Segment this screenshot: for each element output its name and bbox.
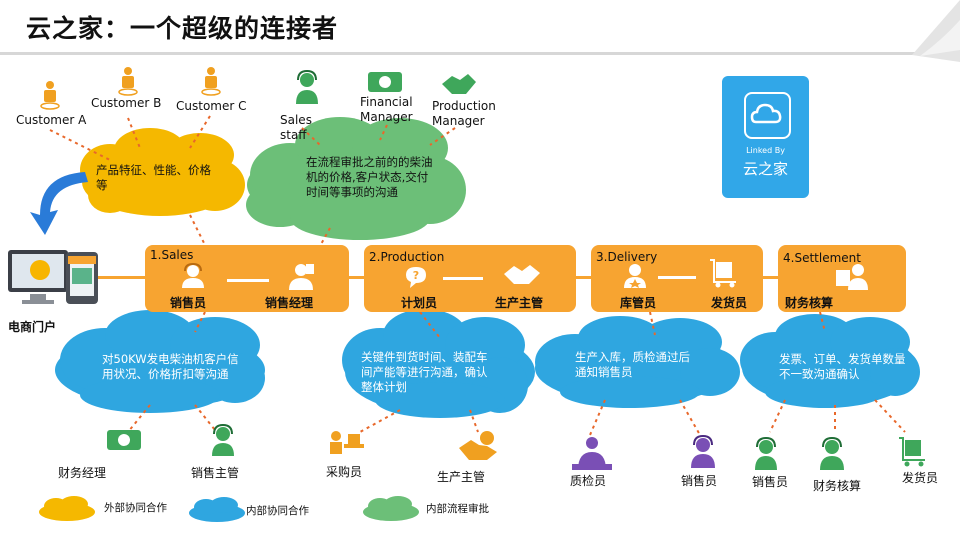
customer-a-label: Customer A — [16, 113, 87, 127]
person-icon — [201, 67, 221, 96]
delivery-cart-icon — [710, 259, 736, 288]
logo-name: 云之家 — [742, 160, 788, 178]
finance-manager-icon — [107, 430, 141, 450]
blue-cloud-2 — [342, 309, 535, 418]
handshake-icon — [442, 74, 476, 94]
bottom-quality-inspector: 质检员 — [570, 474, 607, 488]
phase-title: 3.Delivery — [596, 250, 658, 264]
handshake-icon — [459, 431, 497, 460]
title-bar — [0, 0, 960, 52]
phase-connector — [443, 277, 483, 280]
bottom-salesperson-2: 销售员 — [752, 475, 789, 489]
blue-cloud-4-text: 发票、订单、发货单数量 不一致沟通确认 — [779, 352, 906, 381]
role-salesperson: 销售员 — [170, 296, 207, 310]
role-production-supervisor: 生产主管 — [495, 296, 544, 310]
question-bubble-icon: ? — [406, 267, 426, 288]
blue-cloud-4 — [740, 314, 920, 408]
person-icon — [118, 67, 138, 96]
headset-person-icon — [691, 434, 715, 468]
customer-b-label: Customer B — [91, 96, 162, 110]
accountant-icon — [836, 264, 868, 290]
quality-inspector-icon — [572, 437, 612, 470]
legend-label: 内部流程审批 — [426, 503, 489, 515]
role-sales-manager: 销售经理 — [265, 296, 314, 310]
headset-person-icon — [182, 262, 204, 288]
legend-label: 内部协同合作 — [246, 505, 309, 517]
phase-title: 2.Production — [369, 250, 445, 264]
phase-sales — [145, 245, 349, 312]
blue-cloud-1-text: 对50KW发电柴油机客户信 用状况、价格折扣等沟通 — [102, 352, 239, 381]
sales-staff-label: Sales staff — [280, 113, 312, 142]
yellow-cloud-top — [80, 128, 245, 216]
green-cloud-top — [246, 117, 466, 240]
computer-shop-icon — [8, 250, 98, 304]
curved-arrow-icon — [30, 172, 88, 235]
headset-person-icon — [212, 423, 234, 456]
bottom-salesperson-1: 销售员 — [681, 474, 718, 488]
financial-manager-label: Financial Manager — [360, 95, 413, 124]
bottom-finance-manager: 财务经理 — [58, 466, 107, 480]
title-divider — [0, 52, 930, 55]
yellow-cloud-text: 产品特征、性能、价格 等 — [96, 163, 211, 192]
delivery-cart-icon — [899, 437, 925, 467]
headset-person-icon — [820, 436, 844, 470]
legend-swatch-blue — [189, 497, 245, 522]
phase-connector — [658, 276, 696, 279]
bottom-production-supervisor: 生产主管 — [437, 470, 486, 484]
finance-manager-icon — [368, 72, 402, 92]
bottom-shipper: 发货员 — [902, 471, 939, 485]
bottom-sales-supervisor: 销售主管 — [191, 466, 240, 480]
cloud-logo-icon — [744, 92, 791, 139]
role-finance-accounting: 财务核算 — [785, 296, 834, 310]
handshake-icon — [504, 265, 540, 284]
legend-label: 外部协同合作 — [104, 502, 167, 514]
bottom-finance-accounting: 财务核算 — [813, 479, 862, 493]
ecommerce-label: 电商门户 — [8, 320, 57, 334]
logo-linked-by: Linked By — [746, 146, 785, 155]
dotted-connectors — [49, 115, 906, 436]
person-icon — [40, 81, 60, 110]
warehouse-person-icon — [624, 264, 646, 288]
blue-cloud-2-text: 关键件到货时间、装配车 间产能等进行沟通，确认 整体计划 — [361, 350, 488, 394]
svg-text:?: ? — [413, 269, 419, 282]
manager-icon — [289, 264, 314, 290]
phase-title: 1.Sales — [150, 248, 194, 262]
phase-connector — [227, 279, 269, 282]
role-warehouse-keeper: 库管员 — [620, 296, 657, 310]
blue-cloud-1 — [55, 310, 265, 413]
role-shipper: 发货员 — [711, 296, 748, 310]
headset-person-icon — [296, 69, 318, 104]
page-curl-decoration — [912, 0, 960, 62]
phase-title: 4.Settlement — [783, 251, 861, 265]
blue-cloud-3-text: 生产入库，质检通过后 通知销售员 — [575, 350, 690, 379]
role-planner: 计划员 — [401, 296, 438, 310]
production-manager-label: Production Manager — [432, 99, 496, 128]
green-cloud-text: 在流程审批之前的的柴油 机的价格,客户状态,交付 时间等事项的沟通 — [306, 155, 433, 199]
headset-person-icon — [755, 436, 777, 470]
legend-swatch-yellow — [39, 496, 95, 521]
blue-cloud-3 — [535, 316, 740, 408]
page-title: 云之家：一个超级的连接者 — [26, 14, 339, 43]
bottom-purchaser: 采购员 — [326, 465, 363, 479]
purchaser-icon — [330, 431, 364, 454]
customer-c-label: Customer C — [176, 99, 247, 113]
legend-swatch-green — [363, 496, 419, 521]
